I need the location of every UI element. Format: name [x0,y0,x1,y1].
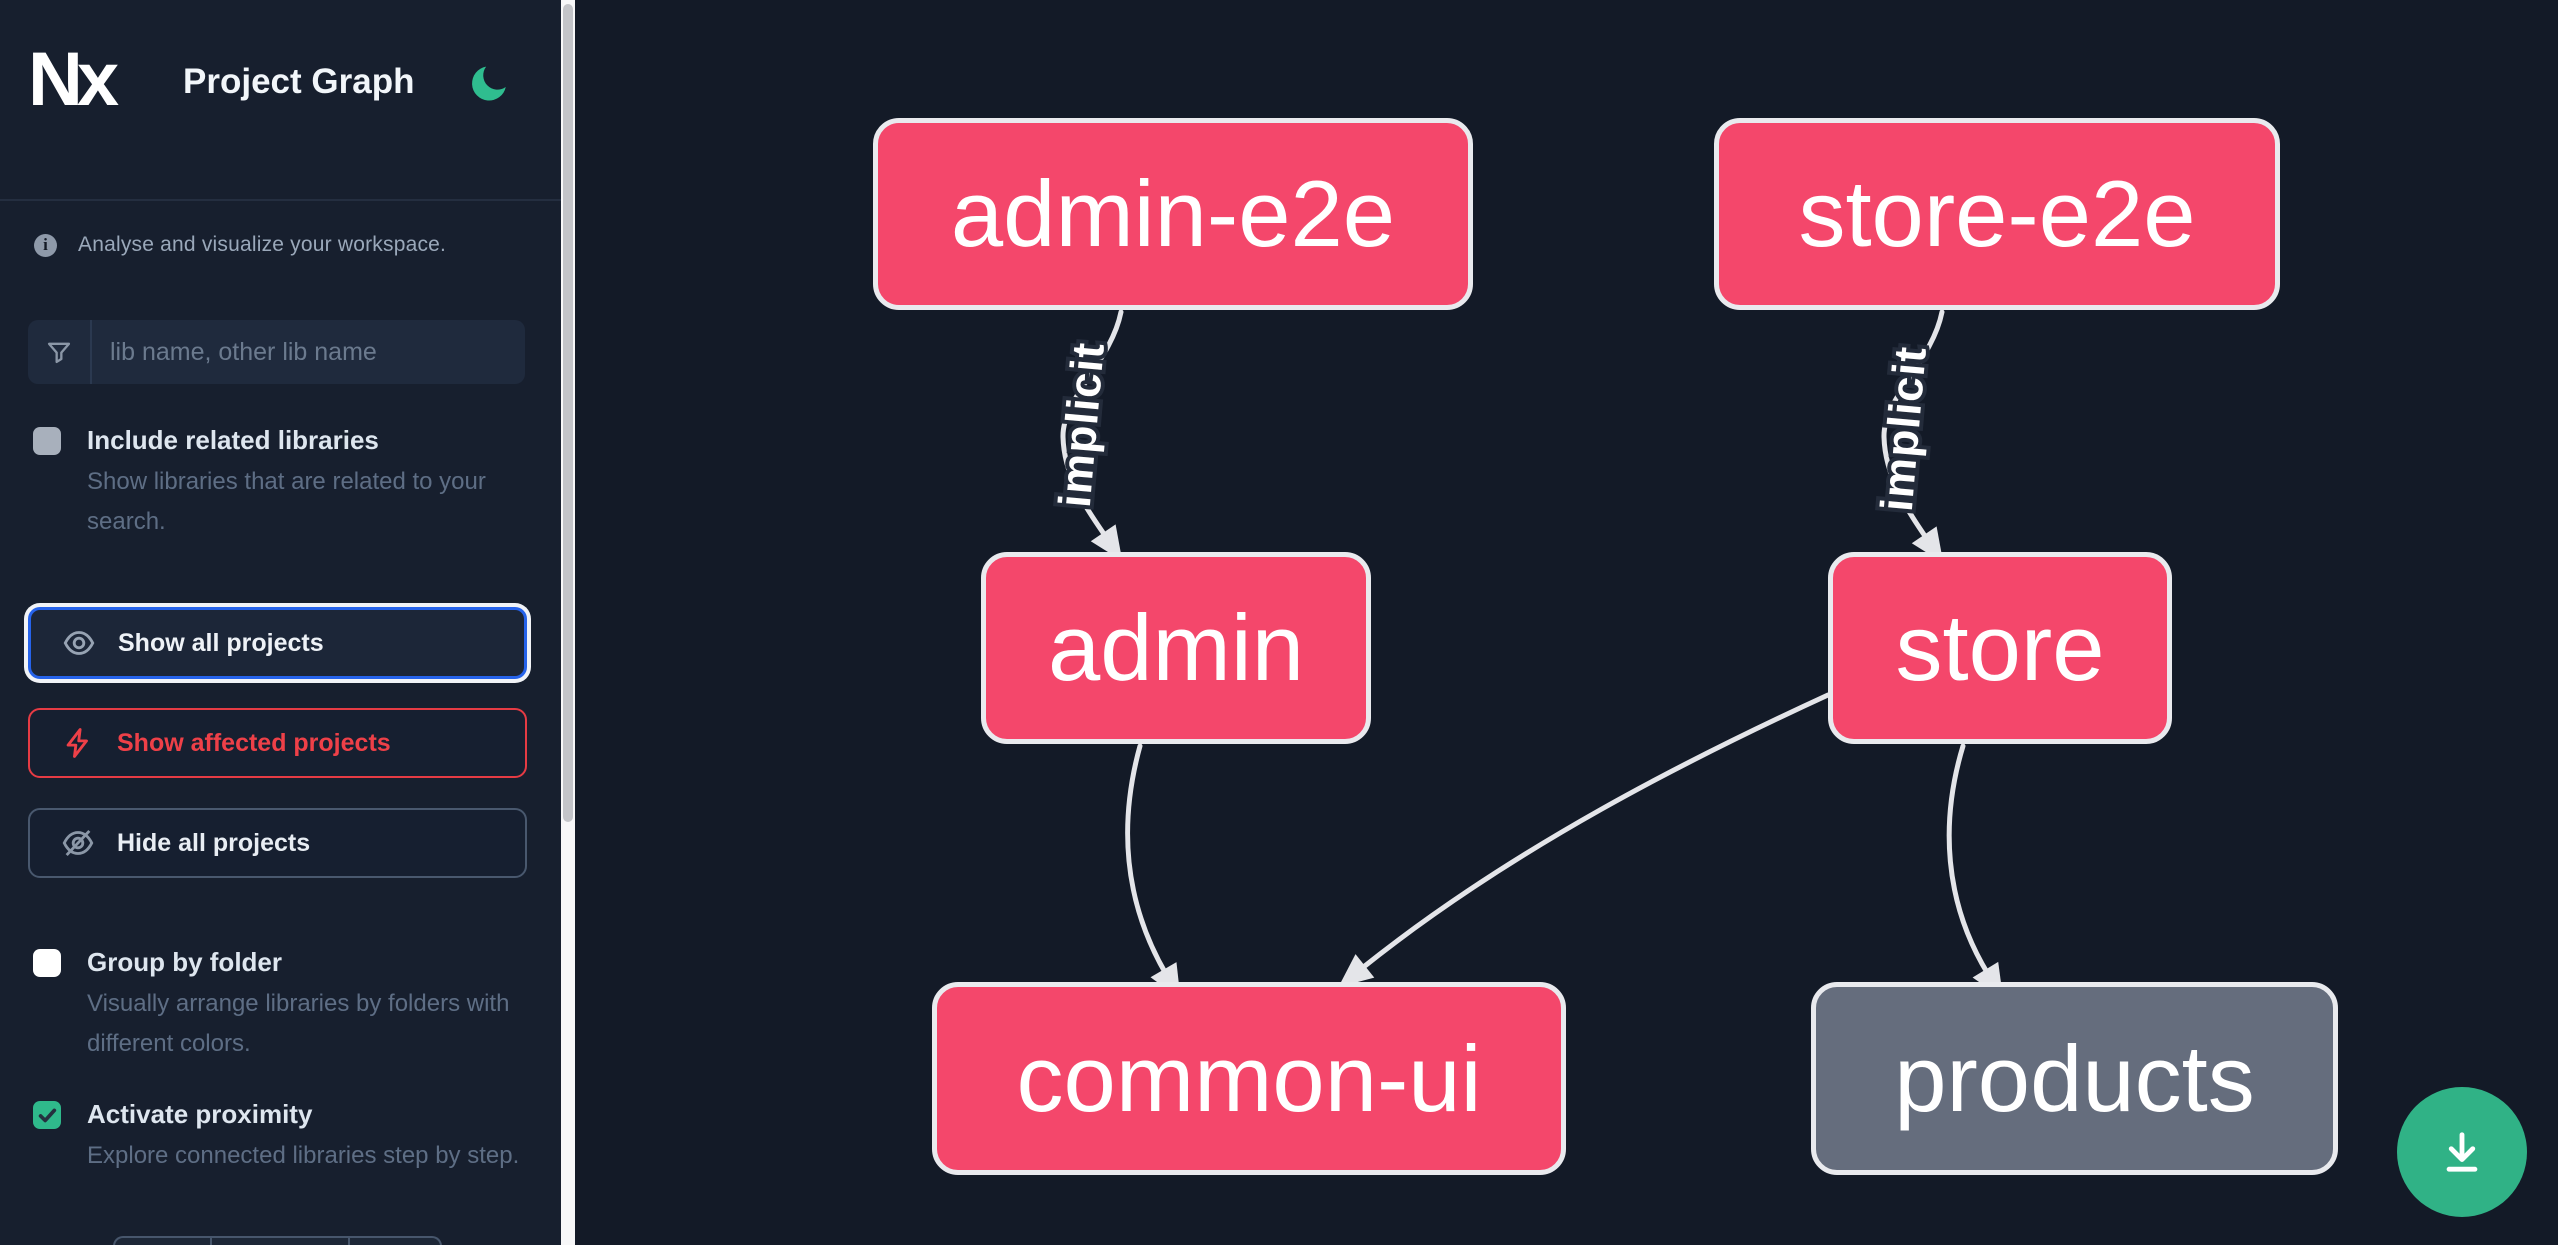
graph-node-products[interactable]: products [1811,982,2338,1175]
graph-node-store-e2e[interactable]: store-e2e [1714,118,2280,310]
button-label: Hide all projects [117,828,311,857]
check-icon [38,1108,57,1123]
page-title: Project Graph [183,62,415,101]
info-icon: i [34,233,57,257]
option-description: Show libraries that are related to your … [87,468,486,535]
hide-all-projects-button[interactable]: Hide all projects [28,808,527,878]
sidebar-scrollbar-thumb[interactable] [563,4,573,822]
stepper-segment[interactable] [348,1238,440,1245]
option-description: Visually arrange libraries by folders wi… [87,990,510,1057]
graph-edges: implicit implicit [1045,309,2004,1000]
download-icon [2446,1132,2478,1172]
option-label: Activate proximity [87,1099,313,1129]
project-filter-search [28,320,525,384]
graph-node-store[interactable]: store [1828,552,2172,744]
stepper-segment[interactable] [115,1238,210,1245]
option-include-related-libraries: Include related libraries Show libraries… [33,424,521,542]
edge-store-to-common-ui [1338,692,1831,988]
show-all-projects-button[interactable]: Show all projects [28,607,527,679]
header-divider [0,199,561,201]
edge-admin-e2e-to-admin [1060,309,1124,561]
include-related-checkbox[interactable] [33,427,61,455]
option-description: Explore connected libraries step by step… [87,1142,520,1169]
option-label: Group by folder [87,947,282,977]
option-group-by-folder: Group by folder Visually arrange librari… [33,946,521,1064]
show-affected-projects-button[interactable]: Show affected projects [28,708,527,778]
edge-store-e2e-to-store [1881,309,1945,563]
edge-admin-to-common-ui [1125,743,1181,1000]
button-label: Show affected projects [117,728,391,757]
proximity-stepper-control[interactable] [113,1236,442,1245]
stepper-segment[interactable] [210,1238,348,1245]
workspace-tagline: Analyse and visualize your workspace. [78,233,447,256]
eye-off-icon [62,829,94,857]
download-graph-button[interactable] [2397,1087,2527,1217]
edge-label-implicit: implicit [1871,344,1936,513]
filter-funnel-icon [28,320,92,384]
nx-logo: Nx [28,37,119,122]
eye-icon [63,631,95,655]
theme-toggle-button[interactable] [464,58,516,110]
activate-proximity-checkbox[interactable] [33,1101,61,1129]
graph-node-admin-e2e[interactable]: admin-e2e [873,118,1473,310]
option-label: Include related libraries [87,425,379,455]
moon-icon [472,66,506,101]
sidebar: Nx Project Graph i Analyse and visualize… [0,0,561,1245]
graph-node-admin[interactable]: admin [981,552,1371,744]
group-by-folder-checkbox[interactable] [33,949,61,977]
button-label: Show all projects [118,628,324,657]
workspace-tagline-row: i Analyse and visualize your workspace. [34,233,446,257]
sidebar-scrollbar-track[interactable] [561,0,575,1245]
project-graph-canvas[interactable]: implicit implicit admin-e2e store-e2e ad… [575,0,2558,1245]
bolt-icon [66,728,88,758]
graph-node-common-ui[interactable]: common-ui [932,982,1566,1175]
edge-store-to-products [1946,743,2004,999]
search-input[interactable] [92,337,525,367]
edge-label-implicit: implicit [1049,340,1114,509]
option-activate-proximity: Activate proximity Explore connected lib… [33,1098,521,1176]
